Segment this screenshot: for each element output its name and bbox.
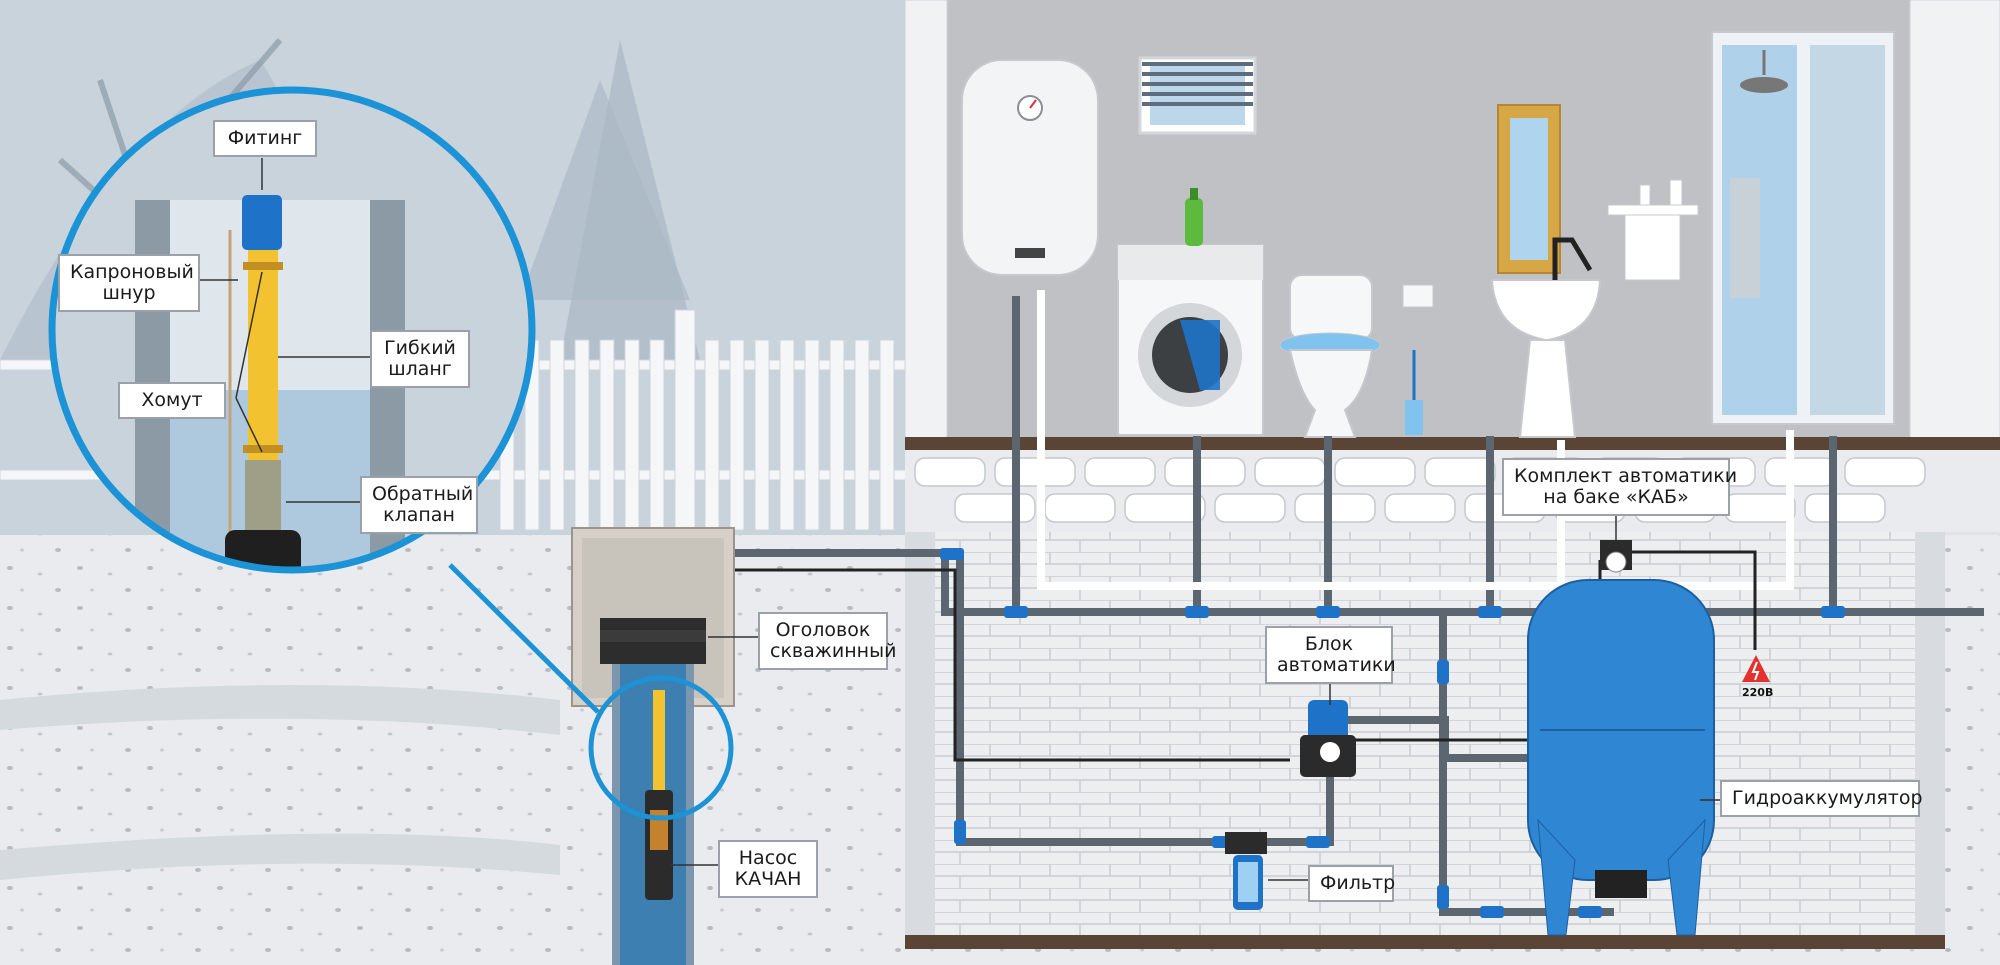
floor-beam (905, 437, 2000, 450)
well (571, 527, 735, 965)
shower-cabin (1711, 31, 1895, 425)
snow-drift-2 (0, 833, 560, 880)
label-clamp: Хомут (118, 382, 226, 419)
label-fitting: Фитинг (213, 120, 317, 157)
snow-drift (0, 685, 560, 735)
house-corner-right (1909, 0, 2000, 441)
house-corner-left (904, 0, 948, 441)
voltage-label: 220В (1742, 686, 1774, 699)
label-accumulator: Гидроаккумулятор (1720, 780, 1923, 817)
leader-lines (200, 158, 1720, 881)
electric-warning-icon (1742, 655, 1770, 682)
basement-wall (905, 532, 1945, 940)
magnifier-connector (448, 563, 600, 714)
magnifier-small-ring (588, 675, 734, 821)
water-filter (1225, 832, 1267, 910)
bathroom-shelf (1607, 179, 1699, 281)
window (1138, 56, 1257, 135)
label-filter: Фильтр (1308, 865, 1395, 902)
sink-mirror (1490, 104, 1602, 438)
magnifier-big-ring (48, 86, 536, 574)
basement-side-left (905, 532, 935, 940)
basement-side-right (1915, 532, 1945, 940)
water-heater (961, 59, 1099, 276)
basement-floor (905, 935, 1945, 949)
accumulator-tank (1527, 540, 1715, 936)
toilet (1279, 274, 1434, 438)
washing-machine (1117, 188, 1264, 436)
automation-unit (1300, 700, 1356, 777)
